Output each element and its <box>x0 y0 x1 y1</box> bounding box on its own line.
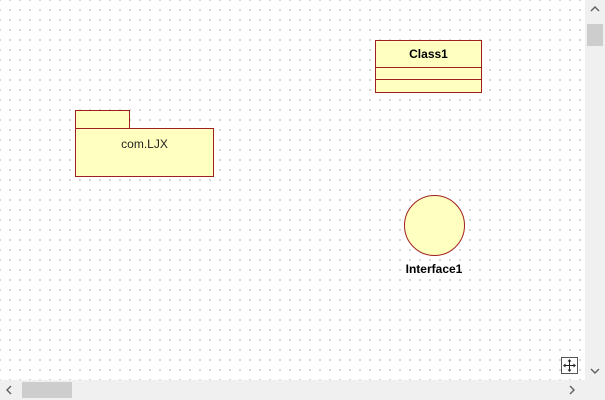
interface-circle[interactable] <box>404 195 465 256</box>
move-arrows-icon <box>563 359 576 372</box>
horizontal-scroll-thumb[interactable] <box>22 382 72 398</box>
chevron-right-icon[interactable] <box>563 380 581 400</box>
pan-tool-button[interactable] <box>561 357 578 374</box>
class-name: Class1 <box>376 41 481 68</box>
package-element[interactable]: com.LJX <box>75 110 214 177</box>
package-body[interactable]: com.LJX <box>75 128 214 177</box>
class-attributes-compartment[interactable] <box>376 68 481 80</box>
vertical-scrollbar[interactable] <box>585 0 605 380</box>
class-element[interactable]: Class1 <box>375 40 482 93</box>
chevron-up-icon[interactable] <box>585 0 605 18</box>
package-tab <box>75 110 130 129</box>
chevron-down-icon[interactable] <box>585 362 605 380</box>
class-operations-compartment[interactable] <box>376 80 481 92</box>
horizontal-scrollbar[interactable] <box>0 380 585 400</box>
vertical-scroll-thumb[interactable] <box>587 24 603 46</box>
interface-element[interactable]: Interface1 <box>394 195 474 281</box>
chevron-left-icon[interactable] <box>0 380 18 400</box>
interface-name: Interface1 <box>405 262 463 276</box>
diagram-canvas[interactable]: Class1 com.LJX Interface1 <box>0 0 585 380</box>
package-name: com.LJX <box>121 137 168 151</box>
scrollbar-corner <box>585 380 605 400</box>
